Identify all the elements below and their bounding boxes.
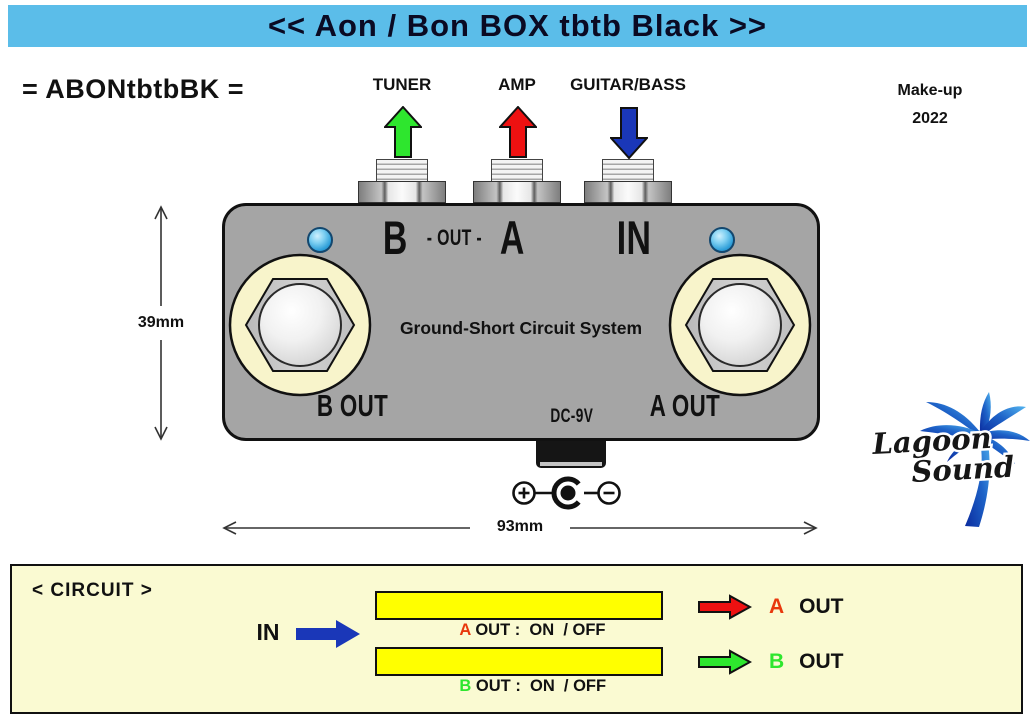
- dc-power-jack: [536, 441, 606, 468]
- model-code: = ABONtbtbBK =: [22, 74, 244, 104]
- tuner-up-arrow-icon: [384, 106, 422, 158]
- circuit-panel: < CIRCUIT > IN A OUT : ON / OFF B OUT : …: [10, 564, 1023, 714]
- b-out-caption: B OUT: [316, 388, 388, 423]
- jack-label-guitar-bass: GUITAR/BASS: [570, 75, 686, 94]
- amp-jack-nut: [473, 181, 561, 203]
- page-title: << Aon / Bon BOX tbtb Black >>: [267, 8, 768, 43]
- width-dimension-label: 93mm: [475, 517, 565, 537]
- a-out-caption: A OUT: [649, 388, 721, 423]
- title-banner: << Aon / Bon BOX tbtb Black >>: [8, 5, 1027, 47]
- height-dimension-label: 39mm: [126, 313, 196, 333]
- height-dimension-arrow: [154, 205, 168, 441]
- led-indicator-right: [709, 227, 735, 253]
- footswitch-b[interactable]: [225, 250, 375, 400]
- circuit-in-arrow-icon: [296, 620, 360, 648]
- guitar-bass-down-arrow-icon: [610, 107, 648, 159]
- input-label: IN: [616, 211, 652, 264]
- led-indicator-left: [307, 227, 333, 253]
- route-label: B - OUT - A: [370, 211, 538, 265]
- circuit-title: < CIRCUIT >: [32, 580, 153, 601]
- circuit-a-out-arrow-icon: [698, 594, 752, 620]
- jack-label-tuner: TUNER: [372, 75, 432, 94]
- footswitch-button[interactable]: [698, 283, 782, 367]
- tuner-jack-nut: [358, 181, 446, 203]
- logo-word-sound: Sound: [911, 450, 1015, 489]
- guitar-bass-jack-nut: [584, 181, 672, 203]
- route-label-a: A: [500, 211, 526, 264]
- dc-jack-lip: [540, 462, 602, 466]
- footswitch-a[interactable]: [665, 250, 815, 400]
- route-label-b: B: [382, 211, 408, 264]
- circuit-row-a-text: OUT : ON / OFF: [470, 621, 606, 639]
- amp-jack-thread: [491, 159, 543, 182]
- jack-label-amp: AMP: [498, 75, 536, 94]
- footswitch-button[interactable]: [258, 283, 342, 367]
- width-dimension-arrow: [222, 521, 818, 535]
- dc-9v-caption: DC-9V: [550, 406, 594, 427]
- amp-up-arrow-icon: [499, 106, 537, 158]
- dc-polarity-icon: [512, 476, 621, 510]
- circuit-row-b-letter: B: [459, 677, 472, 695]
- guitar-bass-jack-thread: [602, 159, 654, 182]
- circuit-row-b-text: OUT : ON / OFF: [471, 677, 607, 695]
- circuit-b-out-arrow-icon: [698, 649, 752, 675]
- tuner-jack-thread: [376, 159, 428, 182]
- make-up-label: Make-up: [897, 82, 963, 99]
- lagoon-sound-logo: Lagoon Sound: [868, 392, 1030, 527]
- center-caption: Ground-Short Circuit System: [399, 318, 643, 338]
- route-label-out: - OUT -: [426, 225, 482, 250]
- circuit-row-b-box: B OUT : ON / OFF: [375, 647, 663, 695]
- make-up-year: 2022: [912, 110, 948, 127]
- circuit-row-a-box: A OUT : ON / OFF: [375, 591, 663, 639]
- circuit-row-a-letter: A: [459, 621, 471, 639]
- circuit-in-label: IN: [256, 619, 280, 645]
- palm-tree-icon: [920, 392, 1030, 527]
